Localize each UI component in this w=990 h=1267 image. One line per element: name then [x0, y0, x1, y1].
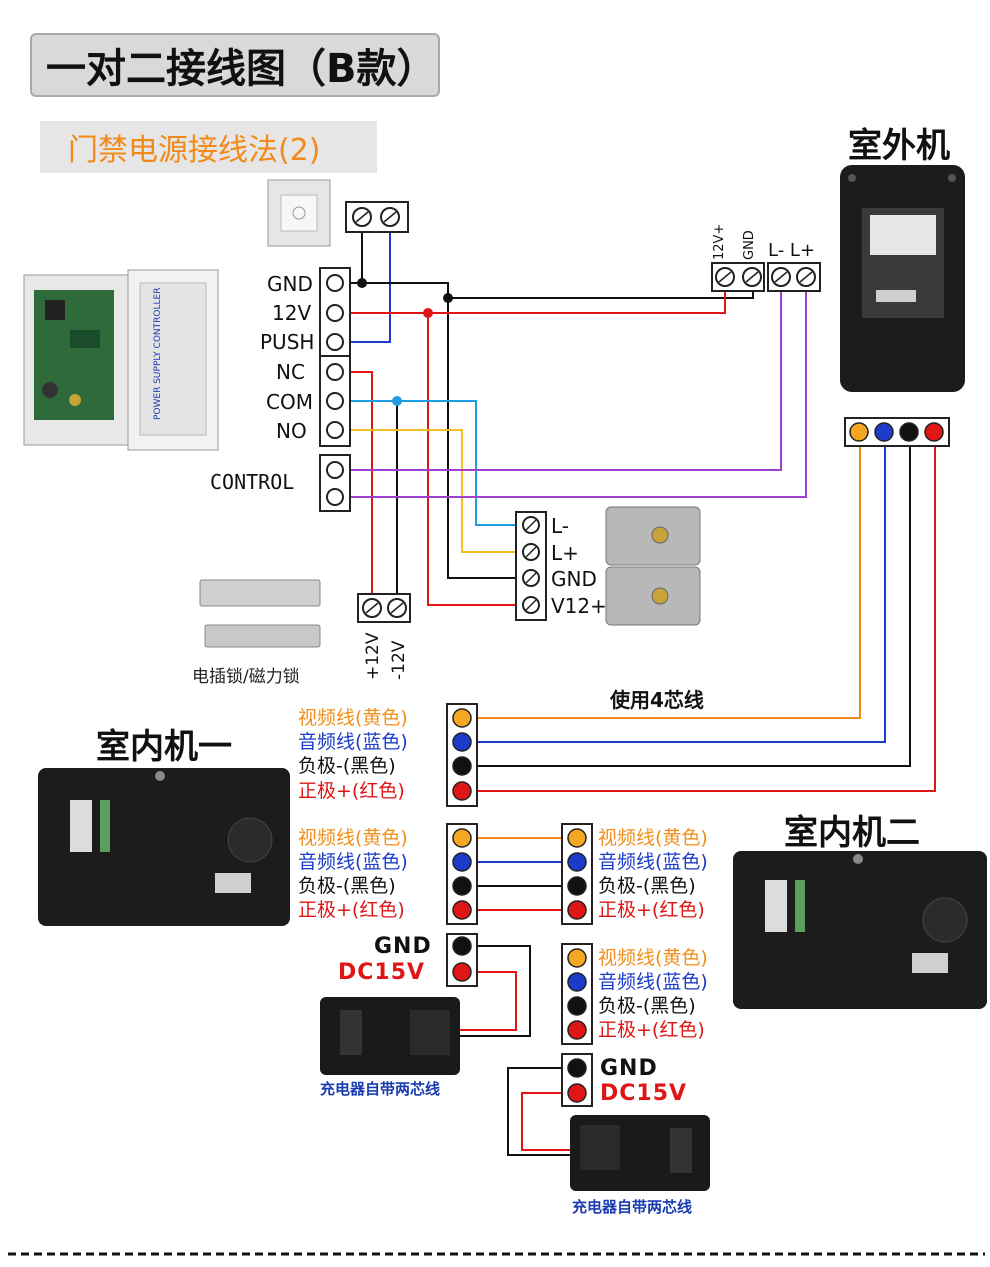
power-label-dc15v: DC15V — [338, 960, 426, 985]
adapter-caption: 充电器自带两芯线 — [572, 1198, 693, 1216]
strike-terminal-plus: +12V — [363, 632, 383, 680]
lock-terminal-gnd: GND — [551, 567, 597, 591]
cable-note: 使用4芯线 — [610, 688, 704, 712]
wire-label-video: 视频线(黄色) — [598, 947, 708, 969]
wire-label-positive: 正极+(红色) — [298, 780, 405, 802]
terminal-label-com: COM — [266, 390, 313, 414]
power-label-gnd: GND — [600, 1056, 658, 1081]
terminal-label-control: CONTROL — [210, 470, 295, 494]
outdoor-terminal-12v: 12V+ — [712, 223, 727, 260]
subtitle: 门禁电源接线法(2) — [40, 121, 377, 173]
wire-label-video: 视频线(黄色) — [298, 707, 408, 729]
wire-label-negative: 负极-(黑色) — [298, 875, 396, 897]
wire-label-video: 视频线(黄色) — [598, 827, 708, 849]
terminal-label-gnd: GND — [267, 272, 313, 296]
wire-label-negative: 负极-(黑色) — [598, 995, 696, 1017]
page-title: 一对二接线图（B款） — [30, 33, 440, 97]
wire-label-audio: 音频线(蓝色) — [598, 851, 708, 873]
terminal-label-nc: NC — [276, 360, 305, 384]
wire-label-positive: 正极+(红色) — [598, 1019, 705, 1041]
indoor-unit-1-image — [38, 768, 290, 926]
indoor-unit-2-image — [733, 851, 987, 1009]
power-adapter-1-image — [320, 997, 460, 1075]
wire-label-audio: 音频线(蓝色) — [298, 731, 408, 753]
terminal-label-no: NO — [276, 419, 307, 443]
lock-terminal-v12: V12+ — [551, 594, 607, 618]
lock-terminal-l-plus: L+ — [551, 541, 579, 565]
strike-terminal-minus: -12V — [389, 640, 409, 680]
power-adapter-2-image — [570, 1115, 710, 1191]
wire-label-audio: 音频线(蓝色) — [598, 971, 708, 993]
wire-label-negative: 负极-(黑色) — [598, 875, 696, 897]
lock-terminal-l-minus: L- — [551, 514, 570, 538]
wire-label-positive: 正极+(红色) — [298, 899, 405, 921]
electric-bolt-image — [199, 579, 321, 648]
outdoor-lock-terminals: L- L+ — [768, 240, 816, 261]
outdoor-unit-title: 室外机 — [848, 126, 950, 166]
outdoor-unit-image — [840, 165, 965, 392]
power-label-dc15v: DC15V — [600, 1081, 688, 1106]
terminal-label-push: PUSH — [260, 330, 315, 354]
power-label-gnd: GND — [374, 934, 432, 959]
exit-button-image — [267, 179, 331, 247]
rim-lock-image — [605, 506, 701, 626]
terminal-label-12v: 12V — [272, 301, 312, 325]
outdoor-terminal-gnd: GND — [742, 230, 757, 260]
adapter-caption: 充电器自带两芯线 — [320, 1080, 441, 1098]
wire-label-audio: 音频线(蓝色) — [298, 851, 408, 873]
power-supply-controller-image: POWER SUPPLY CONTROLLER — [23, 269, 219, 451]
wire-label-video: 视频线(黄色) — [298, 827, 408, 849]
svg-text:POWER SUPPLY CONTROLLER: POWER SUPPLY CONTROLLER — [153, 288, 163, 420]
wire-label-negative: 负极-(黑色) — [298, 755, 396, 777]
lock-caption: 电插锁/磁力锁 — [192, 667, 300, 687]
wire-label-positive: 正极+(红色) — [598, 899, 705, 921]
indoor-unit-1-title: 室内机一 — [96, 727, 232, 767]
indoor-unit-2-title: 室内机二 — [784, 813, 920, 853]
